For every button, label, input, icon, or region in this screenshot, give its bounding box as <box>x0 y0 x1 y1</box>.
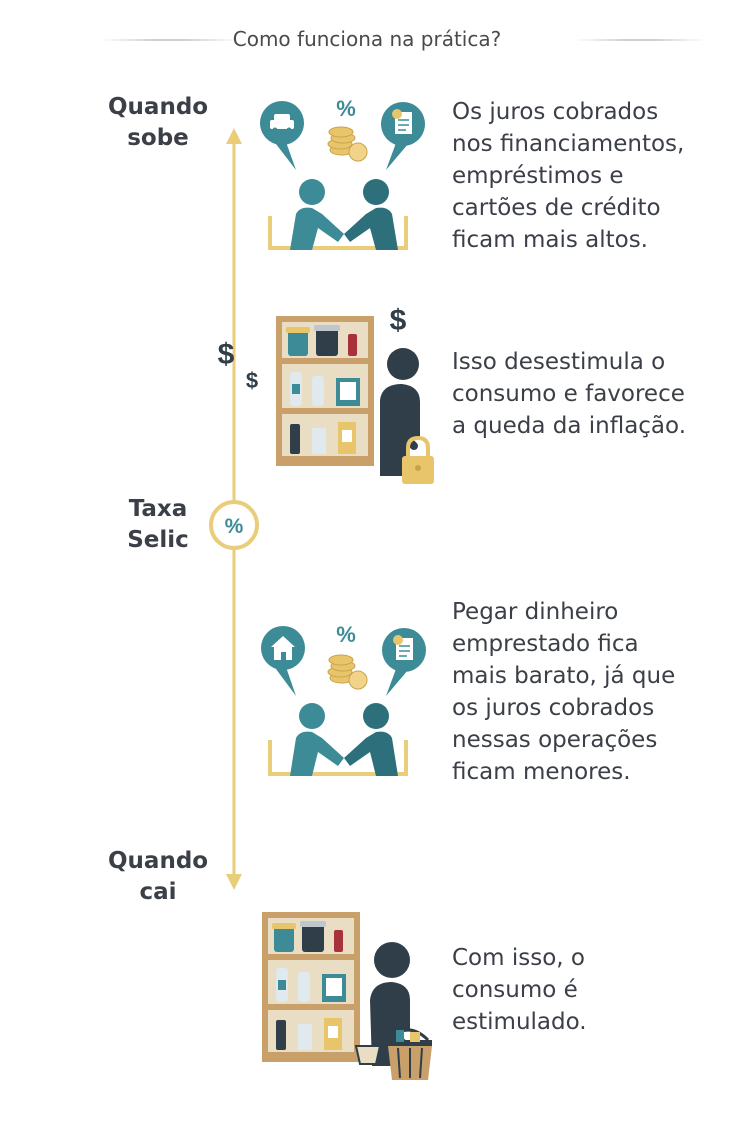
coins-icon <box>327 654 368 690</box>
illustration-shelf-locked: $ <box>276 304 434 484</box>
description-rise-consumption: Isso desestimula o consumo e favorece a … <box>452 349 687 439</box>
axis-label-rise: Quando sobe <box>108 94 209 151</box>
percent-icon: % <box>336 622 356 647</box>
dollar-icon: $ <box>246 368 258 393</box>
percent-icon: % <box>336 96 356 121</box>
dollar-icon: $ <box>218 338 235 371</box>
person-right-icon <box>344 179 398 250</box>
header-divider-right <box>575 39 705 41</box>
car-icon <box>270 114 294 133</box>
document-icon <box>393 635 413 660</box>
person-left-icon <box>290 179 344 250</box>
small-basket-icon <box>354 1045 382 1065</box>
store-shelf-icon <box>276 316 374 466</box>
store-shelf-icon <box>262 912 360 1062</box>
person-left-icon <box>290 703 344 776</box>
description-fall-credit: Pegar dinheiro emprestado fica mais bara… <box>452 599 676 785</box>
selic-percent-badge <box>209 500 259 550</box>
document-icon <box>392 109 412 134</box>
section-title: Como funciona na prática? <box>232 27 502 51</box>
description-fall-consumption: Com isso, o consumo é estimulado. <box>452 945 587 1035</box>
illustration-loan-car: % <box>260 96 425 250</box>
house-icon <box>271 636 295 660</box>
axis-label-selic: Taxa Selic <box>127 496 189 553</box>
description-rise-credit: Os juros cobrados nos financiamentos, em… <box>452 99 685 253</box>
header-divider-left <box>100 39 240 41</box>
person-right-icon <box>344 703 398 776</box>
illustration-loan-house: % <box>261 622 426 776</box>
section-header: Como funciona na prática? <box>0 22 734 56</box>
dollar-icon: $ <box>390 304 407 337</box>
shopping-basket-icon <box>386 1028 432 1080</box>
coins-icon <box>327 126 368 162</box>
selic-percent-label: % <box>225 515 244 538</box>
arrow-down-icon <box>226 874 242 890</box>
axis-label-fall: Quando cai <box>108 848 209 905</box>
arrow-up-icon <box>226 128 242 144</box>
selic-axis: % $ $ <box>209 128 259 890</box>
illustration-shelf-shopping <box>262 912 432 1080</box>
lock-icon <box>402 435 434 484</box>
